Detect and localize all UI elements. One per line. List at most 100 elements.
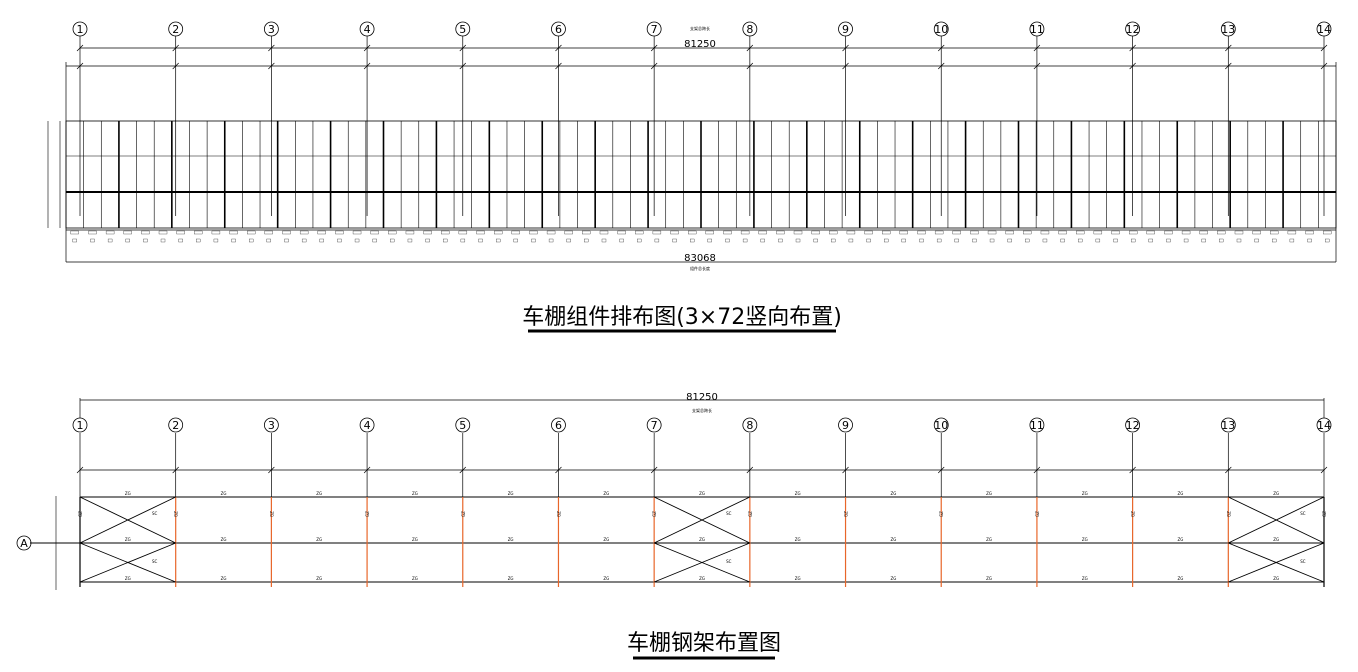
module-gap-mark xyxy=(813,238,818,243)
module-width-mark xyxy=(864,230,873,235)
axis-number: 11 xyxy=(1030,419,1044,432)
module-gap-mark xyxy=(901,238,906,243)
module-width-mark xyxy=(105,230,115,235)
module-gap-mark xyxy=(354,238,360,243)
module-gap-mark xyxy=(654,238,660,243)
module-width-mark xyxy=(299,230,309,235)
beam-label: ZG xyxy=(221,537,227,542)
brace-diagonal xyxy=(653,496,751,544)
module-gap-mark xyxy=(372,238,377,243)
bay-dimension-tick xyxy=(1225,62,1232,70)
module-width-mark xyxy=(141,230,150,235)
beam-label: ZG xyxy=(1273,491,1279,496)
beam-label: ZG xyxy=(699,576,705,581)
dimension-tick xyxy=(1033,44,1041,52)
module-width-mark xyxy=(1252,230,1261,235)
module-width-mark xyxy=(1181,230,1191,235)
beam-label: ZG xyxy=(890,537,896,542)
dimension-tick xyxy=(363,44,371,52)
module-gap-mark xyxy=(601,238,607,243)
module-gap-mark xyxy=(531,238,536,243)
axis-bubble xyxy=(72,417,88,433)
module-gap-mark xyxy=(884,238,889,243)
module-width-mark xyxy=(352,230,362,235)
module-gap-mark xyxy=(1272,238,1277,243)
beam-label: ZG xyxy=(890,576,896,581)
module-gap-mark xyxy=(690,238,695,243)
module-gap-mark xyxy=(936,238,942,243)
axis-number: 11 xyxy=(1030,23,1044,36)
module-gap-mark xyxy=(866,238,871,243)
brace-label: SC xyxy=(152,559,158,564)
module-gap-mark xyxy=(672,238,677,243)
bay-dimension-tick xyxy=(937,62,945,70)
dimension-tick xyxy=(1320,44,1328,52)
column-label: GZ xyxy=(174,511,179,517)
column-label: GZ xyxy=(1226,511,1231,517)
module-width-mark xyxy=(1111,230,1120,235)
beam-label: ZG xyxy=(1178,576,1184,581)
module-gap-mark xyxy=(1025,238,1030,243)
dimension-tick xyxy=(172,44,179,52)
module-width-mark xyxy=(1199,230,1208,235)
module-width-mark xyxy=(423,230,432,235)
beam-label: ZG xyxy=(508,576,514,581)
bay-dimension-tick xyxy=(1225,466,1232,474)
module-width-mark xyxy=(688,230,697,235)
steel-frame-plan: 1GZ2GZ3GZ4GZ5GZ6GZ7GZ8GZ9GZ10GZ11GZ12GZ1… xyxy=(30,398,1332,590)
axis-number: 14 xyxy=(1317,23,1331,36)
axis-number: 10 xyxy=(934,23,948,36)
axis-number: 3 xyxy=(268,23,275,36)
module-width-mark xyxy=(1076,230,1085,235)
module-gap-mark xyxy=(443,238,448,243)
module-width-mark xyxy=(1093,230,1103,235)
axis-bubble xyxy=(742,417,758,433)
axis-bubble xyxy=(1220,417,1236,433)
column-label: GZ xyxy=(365,511,370,517)
axis-number: 4 xyxy=(364,419,371,432)
module-width-mark xyxy=(846,230,856,235)
module-gap-mark xyxy=(125,238,130,243)
module-width-mark xyxy=(1305,230,1314,235)
beam-label: ZG xyxy=(125,537,131,542)
bay-dimension-tick xyxy=(1129,466,1136,474)
beam-label: ZG xyxy=(316,576,322,581)
module-width-mark xyxy=(582,230,591,235)
module-gap-mark xyxy=(319,238,324,243)
axis-number: 1 xyxy=(77,23,84,36)
beam-label: ZG xyxy=(412,537,418,542)
module-width-mark xyxy=(176,230,185,235)
module-width-mark xyxy=(370,230,379,235)
beam-label: ZG xyxy=(1082,491,1088,496)
module-width-mark xyxy=(1234,230,1244,235)
module-gap-mark xyxy=(249,238,254,243)
axis-bubble xyxy=(359,417,375,433)
beam-label: ZG xyxy=(603,537,609,542)
module-width-mark xyxy=(1164,230,1173,235)
axis-number: 12 xyxy=(1126,23,1140,36)
bay-dimension-tick xyxy=(1033,466,1041,474)
module-width-mark xyxy=(441,230,450,235)
brace-label: SC xyxy=(1300,511,1306,516)
axis-bubble xyxy=(646,417,662,433)
bay-dimension-tick xyxy=(459,466,467,474)
axis-bubble xyxy=(1029,417,1045,433)
axis-number: 8 xyxy=(746,419,753,432)
module-gap-mark xyxy=(795,238,801,243)
module-gap-mark xyxy=(337,238,342,243)
module-width-mark xyxy=(670,230,679,235)
column-label: GZ xyxy=(652,511,657,517)
module-gap-mark xyxy=(1289,238,1295,243)
module-gap-mark xyxy=(107,238,113,243)
column-label: GZ xyxy=(844,511,849,517)
bay-dimension-tick xyxy=(937,466,945,474)
beam-label: ZG xyxy=(316,537,322,542)
module-width-mark xyxy=(494,230,503,235)
module-width-mark xyxy=(1270,230,1279,235)
axis-number: 2 xyxy=(172,23,179,36)
bay-dimension-tick xyxy=(1320,466,1328,474)
beam-label: ZG xyxy=(125,491,131,496)
beam-label: ZG xyxy=(1082,576,1088,581)
module-gap-mark xyxy=(1042,238,1048,243)
module-width-mark xyxy=(758,230,767,235)
